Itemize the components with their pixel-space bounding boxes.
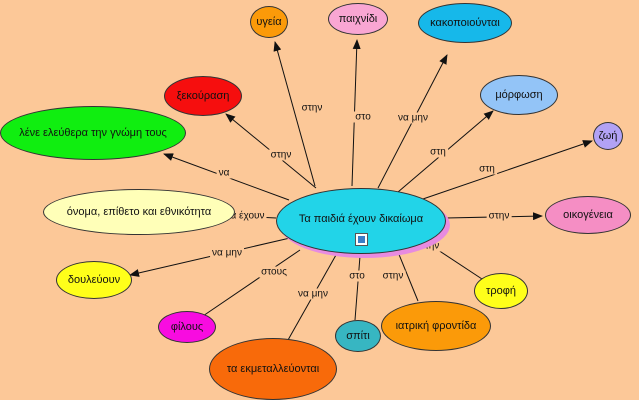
link-label-ekmetalleuontai: να μην: [296, 288, 330, 300]
link-label-zoi: στη: [477, 163, 497, 175]
link-label-morfosi: στη: [428, 146, 448, 158]
concept-node-zoi[interactable]: ζωή: [593, 122, 623, 150]
image-icon[interactable]: [355, 233, 368, 246]
link-label-douleuoun: να μην: [210, 247, 244, 259]
link-trofi: [437, 249, 483, 280]
central-concept[interactable]: Τα παιδιά έχουν δικαίωμα: [276, 188, 446, 254]
concept-node-label: υγεία: [256, 16, 282, 28]
concept-node-ygeia[interactable]: υγεία: [250, 6, 288, 38]
concept-node-trofi[interactable]: τροφή: [474, 273, 528, 309]
link-label-onoma: να έχουν: [223, 210, 267, 222]
link-label-trofi: την: [422, 240, 442, 252]
link-label-spiti: στο: [347, 270, 367, 282]
concept-node-filous[interactable]: φίλους: [158, 311, 216, 343]
concept-node-label: όνομα, επίθετο και εθνικότητα: [66, 206, 212, 218]
concept-node-label: ξεκούραση: [176, 90, 230, 102]
concept-node-oikogeneia[interactable]: οικογένεια: [545, 196, 631, 234]
link-label-iatriki: στην: [380, 270, 406, 282]
concept-node-label: λένε ελεύθερα την γνώμη τους: [19, 127, 167, 139]
link-label-ygeia: στην: [299, 102, 325, 114]
concept-node-label: μόρφωση: [495, 89, 543, 101]
concept-node-douleuoun[interactable]: δουλεύουν: [56, 261, 132, 299]
link-spiti: [354, 255, 361, 321]
concept-node-label: ζωή: [598, 130, 618, 142]
link-label-paixnidi: στο: [353, 111, 373, 123]
concept-node-label: παιχνίδι: [338, 13, 378, 25]
concept-node-label: φίλους: [170, 321, 204, 333]
concept-node-label: σπίτι: [346, 330, 370, 342]
central-concept-label: Τα παιδιά έχουν δικαίωμα: [298, 213, 424, 225]
concept-node-onoma[interactable]: όνομα, επίθετο και εθνικότητα: [43, 189, 235, 235]
link-iatriki: [397, 251, 419, 302]
concept-node-label: τροφή: [486, 285, 516, 297]
concept-node-ekmetalleuontai[interactable]: τα εκμεταλλεύονται: [209, 338, 337, 400]
concept-node-paixnidi[interactable]: παιχνίδι: [328, 3, 388, 35]
link-label-ekfrasi: στην: [268, 149, 294, 161]
concept-node-label: οικογένεια: [563, 209, 613, 221]
link-filous: [199, 249, 301, 319]
concept-node-morfosi[interactable]: μόρφωση: [480, 75, 558, 115]
link-zoi: [419, 140, 593, 201]
link-label-lene: να: [216, 167, 232, 179]
concept-node-label: δουλεύουν: [67, 274, 121, 286]
concept-node-iatriki[interactable]: ιατρική φροντίδα: [381, 301, 491, 351]
concept-node-lene[interactable]: λένε ελεύθερα την γνώμη τους: [0, 106, 186, 160]
link-ygeia: [273, 41, 316, 187]
link-label-oikogeneia: στην: [486, 210, 512, 222]
concept-node-kakopoiountai[interactable]: κακοποιούνται: [418, 3, 512, 43]
concept-node-ekfrasi[interactable]: ξεκούραση: [164, 76, 242, 116]
concept-node-spiti[interactable]: σπίτι: [335, 320, 381, 352]
link-label-kakopoiountai: να μην: [396, 112, 430, 124]
concept-node-label: τα εκμεταλλεύονται: [226, 363, 320, 375]
link-douleuoun: [129, 237, 291, 277]
link-label-filous: στους: [259, 266, 289, 278]
concept-node-label: κακοποιούνται: [430, 17, 500, 29]
concept-node-label: ιατρική φροντίδα: [395, 320, 477, 332]
